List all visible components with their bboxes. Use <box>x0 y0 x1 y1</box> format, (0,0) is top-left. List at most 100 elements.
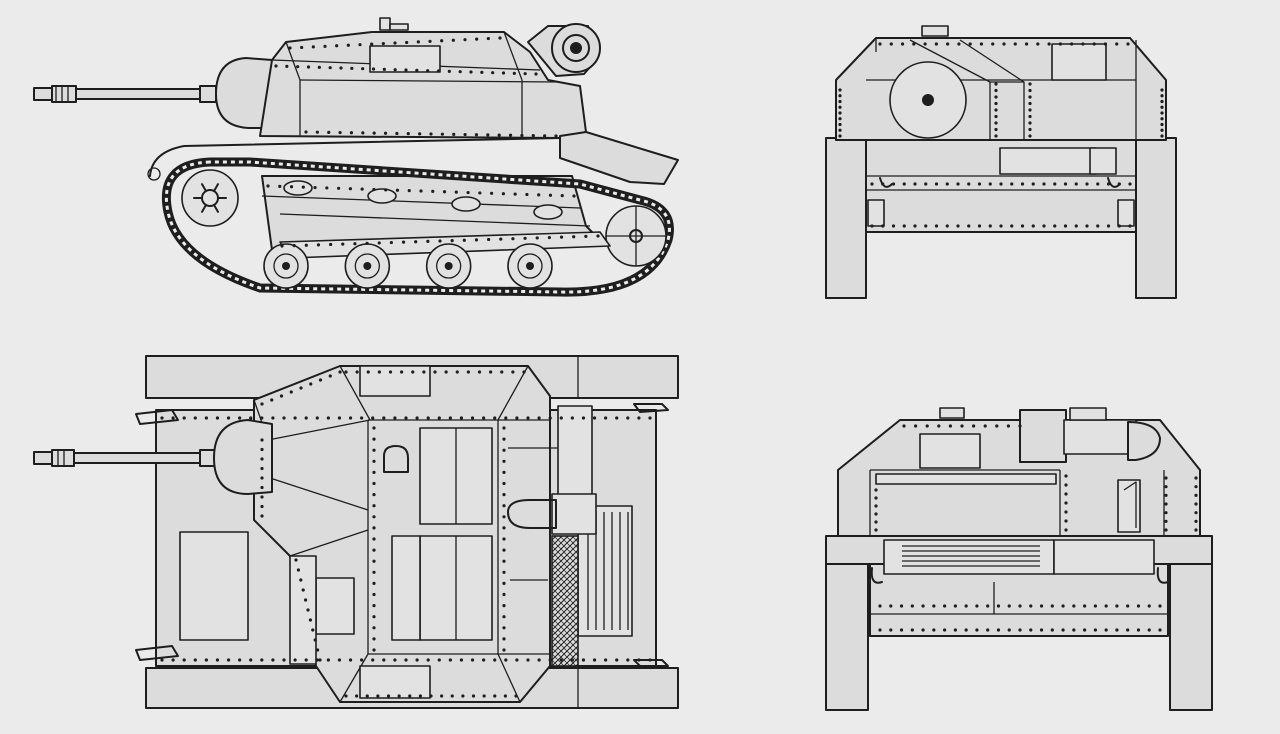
rivet <box>572 194 576 198</box>
rivet <box>964 628 968 632</box>
rivet <box>1160 134 1164 138</box>
rivet <box>372 437 376 441</box>
rivet <box>994 101 998 106</box>
rivet <box>308 618 312 622</box>
rivet <box>1160 99 1164 104</box>
rivet <box>355 694 359 698</box>
rivet <box>515 658 519 662</box>
rivet <box>604 658 608 662</box>
rivet <box>1050 628 1054 632</box>
rivet <box>1194 511 1198 515</box>
rivet <box>502 648 506 652</box>
rivet <box>376 694 380 698</box>
rivet <box>372 626 376 630</box>
rivet <box>934 42 938 46</box>
rivet <box>1164 476 1168 480</box>
rivet <box>1194 502 1198 506</box>
rivet <box>299 386 303 390</box>
rivet <box>502 426 506 430</box>
right-track <box>1135 137 1177 299</box>
rivet <box>204 416 208 420</box>
rivet <box>874 528 878 532</box>
rivet <box>289 185 294 189</box>
rivet <box>382 416 386 420</box>
rivet <box>429 132 433 136</box>
rivet <box>615 416 619 420</box>
rivet <box>923 42 927 46</box>
rivet <box>967 182 971 186</box>
rivet <box>471 694 476 698</box>
rivet <box>372 470 376 474</box>
rivet <box>902 182 906 186</box>
rivet <box>372 526 376 530</box>
rivet <box>986 628 990 632</box>
rivet <box>437 658 441 662</box>
rivet <box>1115 42 1119 46</box>
rivet <box>426 658 430 662</box>
rivet <box>1070 42 1074 46</box>
rivet <box>301 588 305 592</box>
rivet <box>924 182 928 186</box>
rivet <box>426 69 430 73</box>
rivet <box>964 604 968 608</box>
rivet <box>999 182 1003 186</box>
rivet <box>994 134 998 138</box>
rivet <box>956 224 960 228</box>
rivet <box>1061 604 1065 608</box>
rivet <box>1128 224 1132 228</box>
rivet <box>358 43 362 47</box>
rivet <box>395 188 400 192</box>
roadwheel <box>263 243 309 289</box>
rivet-lines <box>266 36 600 248</box>
rivet <box>1103 42 1108 46</box>
return-rollers <box>283 180 563 220</box>
rivet <box>315 416 319 420</box>
rivet <box>1136 628 1141 632</box>
rivet <box>878 604 882 608</box>
rivet <box>910 604 914 608</box>
rivet <box>478 191 482 195</box>
rivet <box>466 190 470 195</box>
rivet <box>838 111 842 115</box>
rivet <box>372 504 376 508</box>
rivet <box>304 243 308 247</box>
rivet <box>1164 511 1168 515</box>
rivet <box>1064 528 1068 532</box>
rivet <box>395 131 399 136</box>
rivet <box>572 235 576 239</box>
rivet <box>1039 604 1044 608</box>
rivet <box>994 95 998 99</box>
rivet <box>361 67 365 71</box>
rivet <box>337 416 342 420</box>
rivet <box>475 37 479 41</box>
rivet <box>463 132 467 137</box>
rivet <box>405 40 409 45</box>
rivet <box>502 437 506 441</box>
top-rivets <box>160 370 652 698</box>
engine-deck <box>559 131 679 185</box>
rivet <box>474 238 479 242</box>
rivet <box>372 459 376 463</box>
rivet <box>570 416 574 420</box>
rivet <box>491 71 495 75</box>
rivet <box>360 187 364 191</box>
rivet <box>1074 182 1078 186</box>
rivet <box>1031 182 1035 186</box>
rivet <box>260 495 264 499</box>
rivet <box>440 694 444 698</box>
rivet <box>1064 501 1068 505</box>
rivet <box>329 242 333 247</box>
rivet <box>325 186 329 190</box>
rivet <box>900 42 905 46</box>
rivet <box>899 628 904 632</box>
rivet <box>559 416 563 420</box>
rivet <box>1020 224 1025 228</box>
rivet <box>182 416 186 420</box>
rivet <box>1164 528 1168 532</box>
rivet <box>986 604 990 608</box>
rivet <box>932 604 936 608</box>
rivet <box>260 402 264 406</box>
rivet <box>353 242 357 246</box>
rear-gun-drum <box>527 23 601 77</box>
rivet <box>838 105 842 109</box>
